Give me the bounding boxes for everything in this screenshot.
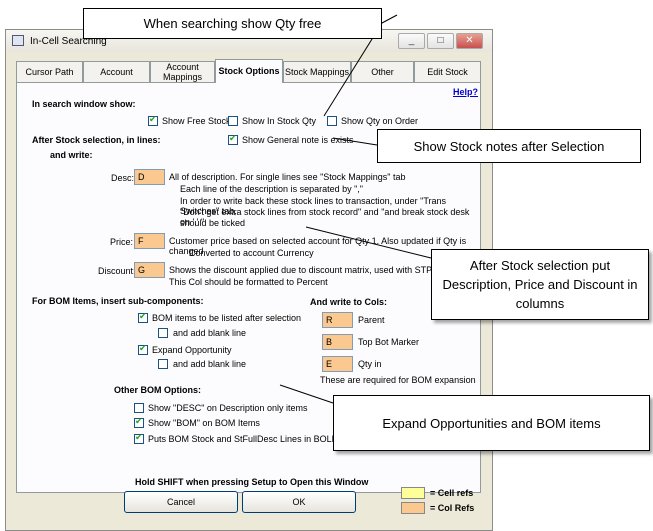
desc-note-5: should be ticked — [180, 218, 246, 228]
minimize-button[interactable]: _ — [398, 33, 425, 49]
and-write-heading: and write: — [50, 150, 93, 160]
qty-in-label: Qty in — [358, 359, 382, 369]
ok-button[interactable]: OK — [242, 491, 356, 513]
maximize-icon: □ — [437, 35, 444, 46]
cell-refs-legend: = Cell refs — [430, 488, 474, 498]
discount-note-2: This Col should be formatted to Percent — [169, 277, 328, 287]
desc-label: Desc: — [111, 173, 135, 183]
top-bot-marker-label: Top Bot Marker — [358, 337, 420, 347]
other-bom-heading: Other BOM Options: — [114, 385, 201, 395]
desc-note-2: Each line of the description is separate… — [180, 184, 363, 194]
show-free-stock-label: Show Free Stock — [162, 116, 231, 126]
shift-hint: Hold SHIFT when pressing Setup to Open t… — [135, 477, 369, 487]
tab-stock-options[interactable]: Stock Options — [215, 59, 283, 83]
bom-listed-label: BOM items to be listed after selection — [152, 313, 302, 323]
write-to-cols-heading: And write to Cols: — [310, 297, 387, 307]
tab-account-options[interactable]: Account Options — [83, 61, 150, 97]
desc-only-checkbox[interactable] — [134, 403, 144, 413]
after-selection-heading: After Stock selection, in lines: — [32, 135, 161, 145]
bom-listed-checkbox[interactable] — [138, 311, 148, 323]
price-col-field[interactable]: F — [134, 233, 165, 249]
search-window-heading: In search window show: — [32, 99, 136, 109]
desc-only-label: Show "DESC" on Description only items — [148, 403, 308, 413]
cell-refs-swatch — [401, 487, 425, 499]
app-icon — [12, 35, 24, 46]
parent-col-field[interactable]: R — [322, 312, 353, 328]
minimize-icon: _ — [408, 35, 415, 46]
opportunity-blank-line-checkbox[interactable] — [158, 359, 168, 369]
desc-note-3: In order to write back these stock lines… — [180, 196, 446, 216]
discount-col-field[interactable]: G — [134, 262, 165, 278]
show-qty-on-order-label: Show Qty on Order — [341, 116, 419, 126]
bold-lines-label: Puts BOM Stock and StFullDesc Lines in B… — [148, 434, 339, 444]
discount-label: Discount: — [98, 266, 136, 276]
show-in-stock-qty-label: Show In Stock Qty — [242, 116, 317, 126]
show-in-stock-qty-checkbox[interactable] — [228, 116, 238, 126]
discount-note-1: Shows the discount applied due to discou… — [169, 265, 447, 275]
show-qty-on-order-checkbox[interactable] — [327, 116, 337, 126]
parent-label: Parent — [358, 315, 385, 325]
in-cell-searching-window: In-Cell Searching _ □ ✕ Cursor Path Acco… — [5, 29, 493, 531]
price-label: Price: — [110, 237, 134, 247]
desc-col-field[interactable]: D — [134, 169, 165, 185]
desc-note-4: "Don't get extra stock lines from stock … — [180, 207, 470, 227]
tab-cursor-path[interactable]: Cursor Path — [16, 61, 83, 83]
desc-note-1: All of description. For single lines see… — [169, 172, 406, 182]
qty-free-connector-a — [381, 14, 398, 24]
expand-opportunity-checkbox[interactable] — [138, 343, 148, 355]
show-general-note-label: Show General note is exists — [242, 135, 354, 145]
bom-heading: For BOM Items, insert sub-components: — [32, 296, 204, 306]
close-button[interactable]: ✕ — [456, 33, 483, 49]
col-refs-legend: = Col Refs — [430, 503, 475, 513]
help-link[interactable]: Help? — [453, 87, 479, 97]
show-general-note-checkbox[interactable] — [228, 133, 238, 145]
qty-in-col-field[interactable]: E — [322, 356, 353, 372]
tab-other[interactable]: Other — [351, 61, 414, 83]
top-bot-marker-col-field[interactable]: B — [322, 334, 353, 350]
callout-columns: After Stock selection put Description, P… — [431, 249, 649, 320]
bold-lines-checkbox[interactable] — [134, 432, 144, 444]
show-free-stock-checkbox[interactable] — [148, 114, 158, 126]
callout-stock-notes: Show Stock notes after Selection — [377, 129, 641, 163]
cancel-button[interactable]: Cancel — [124, 491, 238, 513]
tab-edit-stock[interactable]: Edit Stock — [414, 61, 481, 83]
bom-on-items-checkbox[interactable] — [134, 416, 144, 428]
price-note-2: Converted to account Currency — [189, 248, 314, 258]
callout-expand: Expand Opportunities and BOM items — [333, 395, 650, 451]
window-title: In-Cell Searching — [30, 36, 107, 47]
bom-expansion-note: These are required for BOM expansion — [320, 375, 476, 385]
bom-blank-line-checkbox[interactable] — [158, 328, 168, 338]
bom-blank-line-label: and add blank line — [173, 328, 247, 338]
expand-opportunity-label: Expand Opportunity — [152, 345, 232, 355]
callout-qty-free: When searching show Qty free — [83, 8, 382, 39]
opportunity-blank-line-label: and add blank line — [173, 359, 247, 369]
close-icon: ✕ — [465, 35, 474, 46]
bom-on-items-label: Show "BOM" on BOM Items — [148, 418, 260, 428]
col-refs-swatch — [401, 502, 425, 514]
maximize-button[interactable]: □ — [427, 33, 454, 49]
tab-stock-mappings[interactable]: Stock Mappings — [283, 61, 351, 83]
